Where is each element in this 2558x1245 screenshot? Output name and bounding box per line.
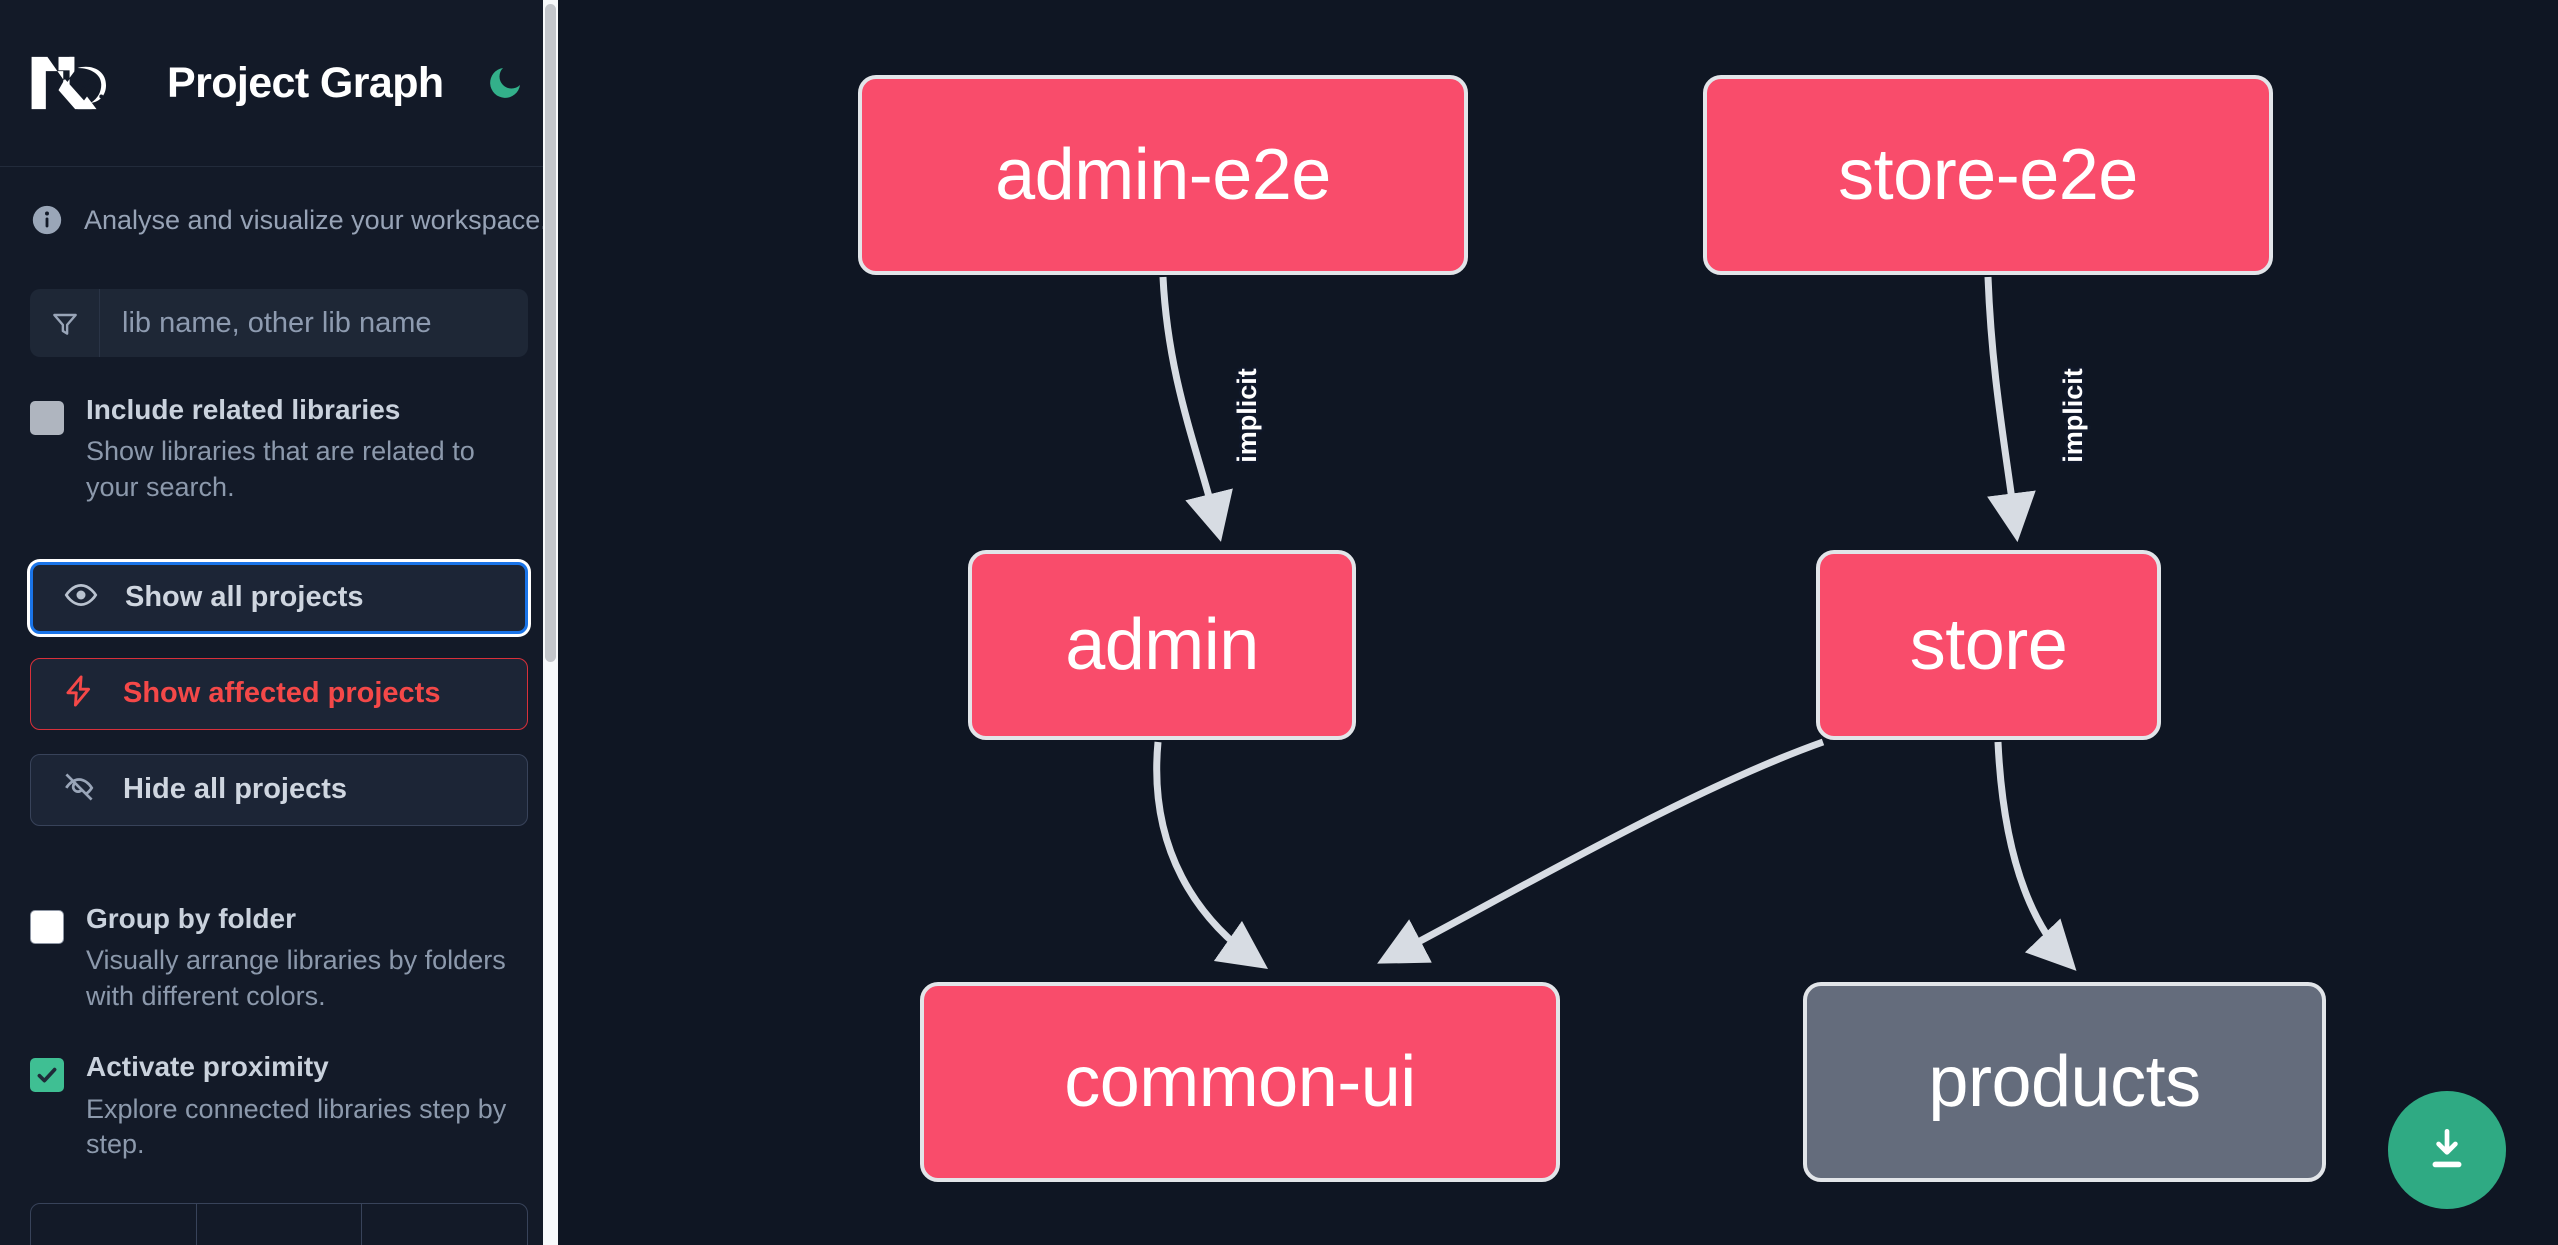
edge-label-implicit-admin: implicit	[1231, 368, 1262, 463]
eye-icon	[63, 577, 99, 618]
graph-node-common-ui[interactable]: common-ui	[920, 982, 1560, 1182]
info-circle-icon	[30, 203, 64, 237]
graph-node-admin[interactable]: admin	[968, 550, 1356, 740]
show-all-projects-button[interactable]: Show all projects	[30, 561, 528, 634]
graph-node-store[interactable]: store	[1816, 550, 2161, 740]
page-title: Project Graph	[167, 58, 444, 107]
graph-node-admin-e2e[interactable]: admin-e2e	[858, 75, 1468, 275]
checkbox-label: Activate proximity	[86, 1051, 329, 1083]
nx-logo-icon	[30, 52, 125, 114]
checkbox-box[interactable]	[30, 909, 64, 944]
checkbox-description: Explore connected libraries step by step…	[86, 1093, 507, 1160]
workspace-info: Analyse and visualize your workspace.	[0, 167, 558, 237]
graph-node-store-e2e[interactable]: store-e2e	[1703, 75, 2273, 275]
eye-slash-icon	[61, 769, 97, 810]
toggle-option[interactable]	[31, 1203, 197, 1245]
checkbox-label: Include related libraries	[86, 394, 401, 425]
checkbox-description: Show libraries that are related to your …	[86, 436, 475, 503]
node-label: common-ui	[1064, 1042, 1416, 1122]
sidebar-header: Project Graph	[0, 0, 558, 167]
checkbox-box[interactable]	[30, 1058, 64, 1093]
node-label: store-e2e	[1838, 135, 2138, 215]
node-label: products	[1928, 1042, 2201, 1122]
checkbox-group-by-folder[interactable]: Group by folder Visually arrange librari…	[0, 866, 558, 1015]
sidebar-scrollbar-thumb[interactable]	[545, 4, 556, 662]
checkbox-label: Group by folder	[86, 902, 296, 934]
button-label: Hide all projects	[123, 773, 348, 806]
graph-node-products[interactable]: products	[1803, 982, 2326, 1182]
download-icon	[2432, 1129, 2462, 1168]
workspace-info-text: Analyse and visualize your workspace.	[84, 204, 548, 235]
button-label: Show all projects	[125, 581, 364, 614]
show-affected-projects-button[interactable]: Show affected projects	[30, 657, 528, 730]
sidebar-scrollbar-track[interactable]	[543, 0, 558, 1245]
moon-icon[interactable]	[482, 60, 528, 106]
hide-all-projects-button[interactable]: Hide all projects	[30, 753, 528, 826]
toggle-option[interactable]	[362, 1204, 527, 1245]
sidebar: Project Graph Analyse and visualize your…	[0, 0, 558, 1245]
node-label: store	[1909, 605, 2068, 685]
edge-label-implicit-store: implicit	[2057, 368, 2088, 463]
checkbox-include-related-libraries[interactable]: Include related libraries Show libraries…	[0, 357, 558, 506]
checkbox-activate-proximity[interactable]: Activate proximity Explore connected lib…	[0, 1014, 558, 1163]
checkbox-box[interactable]	[30, 401, 64, 435]
toggle-option[interactable]	[197, 1203, 363, 1245]
graph-edges	[1153, 276, 2077, 971]
node-label: admin	[1065, 605, 1259, 685]
project-graph-canvas[interactable]: admin-e2e store-e2e admin store common-u…	[558, 0, 2558, 1245]
filter-bar[interactable]	[30, 289, 528, 357]
funnel-icon	[30, 289, 100, 357]
lightning-bolt-icon	[61, 673, 97, 714]
bottom-toggle-group[interactable]	[30, 1202, 528, 1245]
button-label: Show affected projects	[123, 677, 441, 710]
search-input[interactable]	[100, 289, 528, 357]
node-label: admin-e2e	[995, 135, 1331, 215]
download-button[interactable]	[2388, 1091, 2506, 1209]
checkbox-description: Visually arrange libraries by folders wi…	[86, 945, 506, 1011]
